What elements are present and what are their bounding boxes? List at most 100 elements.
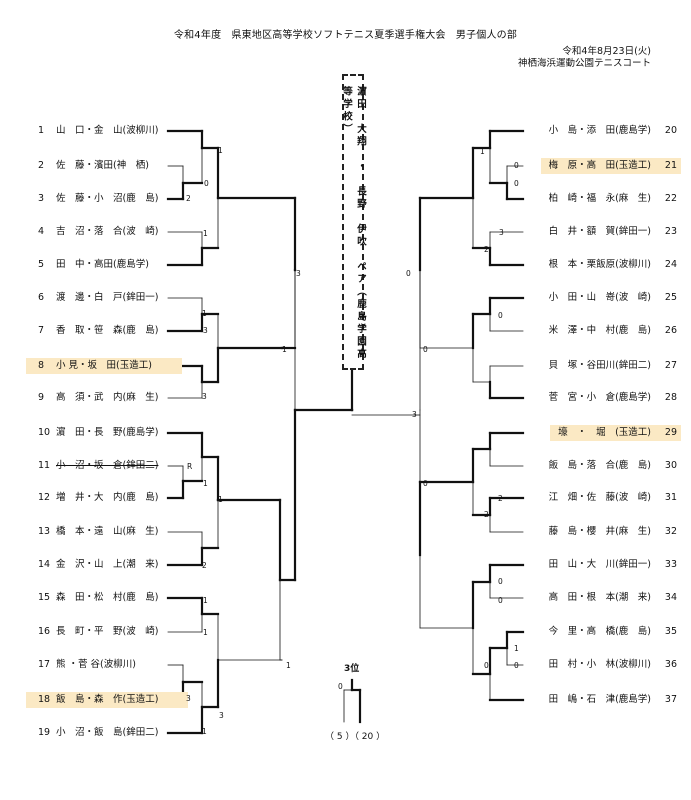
tournament-title: 令和4年度 県東地区高等学校ソフトテニス夏季選手権大会 男子個人の部 bbox=[173, 30, 518, 41]
player-seed: 22 bbox=[664, 193, 677, 204]
player-entry: 田 村・小 林(波柳川) 36 bbox=[549, 657, 677, 673]
player-entry: 13 橋 本・遠 山(麻 生) bbox=[32, 524, 158, 540]
player-entry: 19 小 沼・飯 島(鉾田二) bbox=[32, 725, 158, 741]
player-seed: 36 bbox=[664, 659, 677, 670]
player-name: 高 須・武 内(麻 生) bbox=[56, 392, 159, 403]
score-label: 3 bbox=[219, 711, 224, 720]
player-entry: 小 島・添 田(鹿島学)20 bbox=[549, 123, 677, 139]
player-name: 橋 本・遠 山(麻 生) bbox=[56, 526, 159, 537]
player-seed: 16 bbox=[38, 626, 51, 637]
score-label: 3 bbox=[186, 694, 191, 703]
event-venue: 神栖海浜運動公園テニスコート bbox=[517, 58, 651, 69]
player-name: 高 田・根 本(潮 来) bbox=[548, 592, 651, 603]
player-entry: 今 里・高 橋(鹿 島) 35 bbox=[549, 624, 677, 640]
player-name: 増 井・大 内(鹿 島) bbox=[56, 492, 159, 503]
player-seed: 10 bbox=[38, 427, 51, 438]
player-name: 金 沢・山 上(潮 来) bbox=[56, 559, 159, 570]
score-label: 0 bbox=[498, 311, 503, 320]
player-entry: 2 佐 藤・濱田(神 栖) bbox=[32, 158, 149, 174]
third-place-score: 0 bbox=[338, 682, 343, 691]
player-entry: 江 畑・佐 藤(波 崎) 31 bbox=[549, 490, 677, 506]
player-name: 田 村・小 林(波柳川) bbox=[548, 659, 651, 670]
player-seed: 32 bbox=[664, 526, 677, 537]
champion-box: 濵田 大翔 ・ 長野 伊吹 ペア（鹿島学園高等学校） bbox=[341, 74, 366, 370]
player-entry: 貝 塚・谷田川(鉾田二)27 bbox=[549, 358, 677, 374]
player-seed: 2 bbox=[38, 160, 45, 171]
score-label: 0 bbox=[498, 596, 503, 605]
player-entry: 14 金 沢・山 上(潮 来) bbox=[32, 557, 158, 573]
player-name: 飯 島・落 合(鹿 島) bbox=[548, 460, 651, 471]
score-label: 2 bbox=[484, 245, 489, 254]
player-name: 吉 沼・落 合(波 崎) bbox=[56, 226, 159, 237]
player-name: 根 本・栗飯原(波柳川) bbox=[548, 259, 651, 270]
player-seed: 20 bbox=[664, 125, 677, 136]
player-entry: 9 高 須・武 内(麻 生) bbox=[32, 390, 158, 406]
player-seed: 19 bbox=[38, 727, 51, 738]
player-entry: 小 田・山 嵜(波 崎)25 bbox=[549, 290, 677, 306]
event-date: 令和4年8月23日(火) bbox=[562, 46, 651, 57]
player-seed: 14 bbox=[38, 559, 51, 570]
player-name: 佐 藤・濱田(神 栖) bbox=[56, 160, 149, 171]
third-place-label: 3位 bbox=[344, 664, 360, 674]
player-seed: 8 bbox=[38, 360, 45, 371]
player-seed: 34 bbox=[664, 592, 677, 603]
player-seed: 9 bbox=[38, 392, 45, 403]
player-seed: 33 bbox=[664, 559, 677, 570]
player-name: 渡 邊・白 戸(鉾田一) bbox=[56, 292, 159, 303]
player-name: 江 畑・佐 藤(波 崎) bbox=[548, 492, 651, 503]
player-name: 香 取・笹 森(鹿 島) bbox=[56, 325, 159, 336]
score-label: R bbox=[187, 462, 193, 471]
player-seed: 12 bbox=[38, 492, 51, 503]
player-seed: 15 bbox=[38, 592, 51, 603]
player-name: 菅 宮・小 倉(鹿島学) bbox=[548, 392, 651, 403]
player-name: 小 沼・飯 島(鉾田二) bbox=[56, 727, 159, 738]
score-label: 3 bbox=[202, 392, 207, 401]
player-name: 飯 島・森 作(玉造工) bbox=[56, 694, 159, 705]
player-entry: 菅 宮・小 倉(鹿島学)28 bbox=[549, 390, 677, 406]
score-label: 1 bbox=[218, 495, 223, 504]
score-label: 1 bbox=[202, 309, 207, 318]
player-entry: 壕 ・ 堀 (玉造工)29 bbox=[550, 425, 681, 441]
player-entry: 高 田・根 本(潮 来) 34 bbox=[549, 590, 677, 606]
score-label: 0 bbox=[423, 479, 428, 488]
player-name: 柏 崎・福 永(麻 生) bbox=[548, 193, 651, 204]
player-seed: 5 bbox=[38, 259, 45, 270]
score-label: 2 bbox=[498, 494, 503, 503]
player-name: 田 嶋・石 津(鹿島学) bbox=[548, 694, 651, 705]
player-seed: 35 bbox=[664, 626, 677, 637]
player-seed: 21 bbox=[664, 160, 677, 171]
score-label: 1 bbox=[203, 229, 208, 238]
score-label: 1 bbox=[480, 147, 485, 156]
player-seed: 13 bbox=[38, 526, 51, 537]
score-label: 0 bbox=[204, 179, 209, 188]
player-entry: 藤 島・櫻 井(麻 生)32 bbox=[549, 524, 677, 540]
third-place-result: （ 5 ）（ 20 ） bbox=[325, 732, 386, 742]
player-seed: 17 bbox=[38, 659, 51, 670]
score-label: 0 bbox=[406, 269, 411, 278]
player-name: 田 山・大 川(鉾田一) bbox=[548, 559, 651, 570]
player-seed: 37 bbox=[664, 694, 677, 705]
score-label: 1 bbox=[514, 644, 519, 653]
score-label: 3 bbox=[499, 228, 504, 237]
score-label: 1 bbox=[282, 345, 287, 354]
player-seed: 31 bbox=[664, 492, 677, 503]
player-entry: 米 澤・中 村(鹿 島)26 bbox=[549, 323, 677, 339]
player-entry: 柏 崎・福 永(麻 生) 22 bbox=[549, 191, 677, 207]
player-name: 今 里・高 橋(鹿 島) bbox=[548, 626, 651, 637]
score-label: 1 bbox=[218, 146, 223, 155]
player-name: 濵 田・長 野(鹿島学) bbox=[56, 427, 159, 438]
score-label: 2 bbox=[186, 194, 191, 203]
player-seed: 30 bbox=[664, 460, 677, 471]
player-name: 長 町・平 野(波 崎) bbox=[56, 626, 159, 637]
score-label: 2 bbox=[202, 561, 207, 570]
score-label: 0 bbox=[484, 661, 489, 670]
score-label: 3 bbox=[412, 410, 417, 419]
